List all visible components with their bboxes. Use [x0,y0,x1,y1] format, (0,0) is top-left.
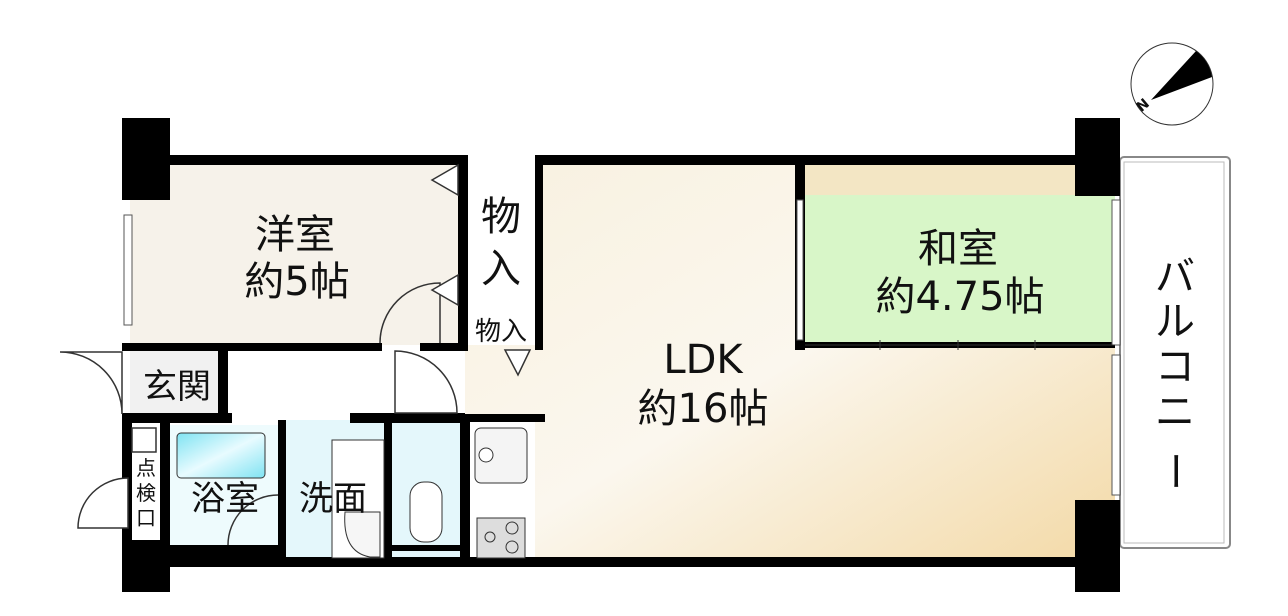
bathtub-icon [176,432,266,479]
japanese-room-label: 和室 [918,226,998,272]
washroom-label: 洗面 [299,479,367,519]
balcony-label-4: ニ [1155,389,1195,435]
closet-label-2: 入 [481,246,521,292]
toilet-icon [409,481,443,543]
entrance-floor [130,350,222,415]
balcony-label-5: ー [1151,451,1197,491]
ldk-size: 約16帖 [638,386,769,432]
balcony-label-1: バ [1155,254,1195,300]
balcony-inner-outline [1123,161,1225,544]
balcony-label-2: ル [1155,299,1195,345]
closet-label-1: 物 [481,194,521,240]
doors [59,163,532,546]
balcony-outline [1119,156,1231,549]
stove-burners-icon [484,521,519,554]
small-closet-label: 物入 [475,317,527,347]
entrance-label: 玄関 [143,367,211,407]
sink-drain-icon [478,447,494,463]
walls [122,118,1120,592]
sink-icon [474,427,528,484]
balcony-label-3: コ [1155,344,1195,390]
japanese-room-size: 約4.75帖 [875,274,1044,320]
tatami-strip [805,165,1075,195]
inspection-hatch-label: 点 検 口 [136,456,156,530]
sliding-door-track [805,340,1115,350]
bath-label: 浴室 [191,479,259,519]
windows [123,199,1121,496]
basin-bowl-icon [344,511,381,558]
compass-icon [1130,42,1214,126]
western-room-label: 洋室 [255,212,335,258]
ldk-label: LDK [663,337,744,383]
western-room-size: 約5帖 [244,259,349,305]
stove-icon [476,517,526,559]
inspection-label-1: 点 [136,456,156,480]
western-room-floor [130,165,462,345]
inspection-label-2: 検 [136,481,156,505]
closet-floor [462,165,540,345]
balcony-label: バ ル コ ニ ー [1151,254,1197,491]
japanese-room-floor [805,195,1115,345]
inspection-label-3: 口 [136,506,156,530]
